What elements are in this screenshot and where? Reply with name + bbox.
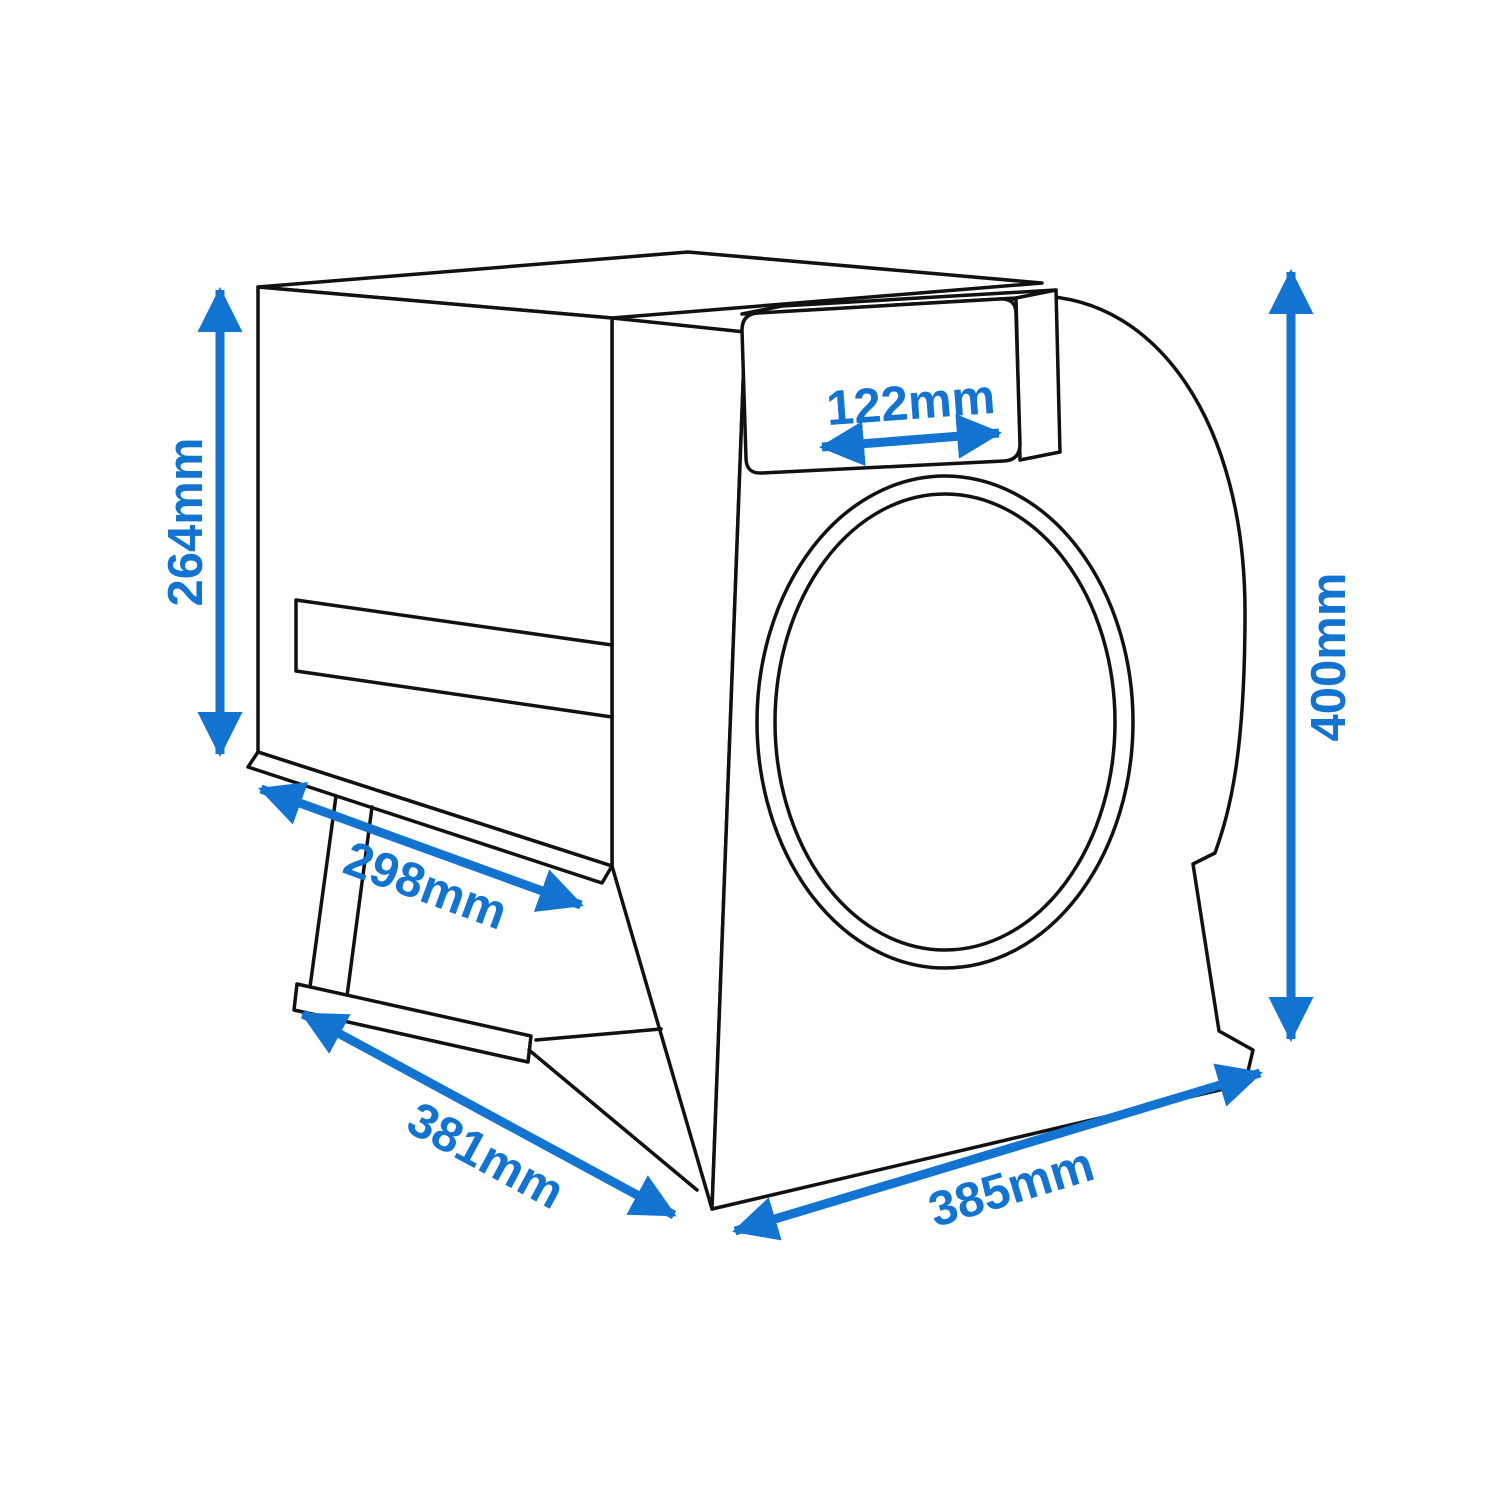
- volute-front-face: [710, 294, 1255, 1211]
- stand-rear-foot-edge: [534, 1027, 663, 1042]
- inlet-ring-outer: [755, 474, 1135, 970]
- dimension-box-height: 264mm: [159, 286, 243, 758]
- stand-front-foot: [292, 982, 533, 1064]
- stand-left-leg-front-edge: [308, 794, 338, 989]
- dimension-arrow-base-depth: [300, 1010, 677, 1219]
- dimension-label-box-height: 264mm: [159, 438, 213, 607]
- dimension-arrow-base-width: [732, 1063, 1263, 1241]
- inlet-slot: [294, 598, 614, 719]
- dimension-overall-height: 400mm: [1268, 268, 1356, 1043]
- dimensions: 264mm 122mm 400mm 298mm 381mm 385mm: [159, 268, 1356, 1241]
- dimension-label-outlet-width: 122mm: [825, 370, 997, 436]
- inlet-ring-inner: [773, 492, 1117, 952]
- dimension-arrow-outlet-width: [819, 413, 1002, 467]
- dimension-outlet-width: 122mm: [819, 370, 1002, 467]
- outlet-duct-side-face: [1014, 288, 1062, 462]
- dimension-label-overall-height: 400mm: [1302, 573, 1356, 742]
- dimension-arrow-box-depth: [258, 782, 584, 912]
